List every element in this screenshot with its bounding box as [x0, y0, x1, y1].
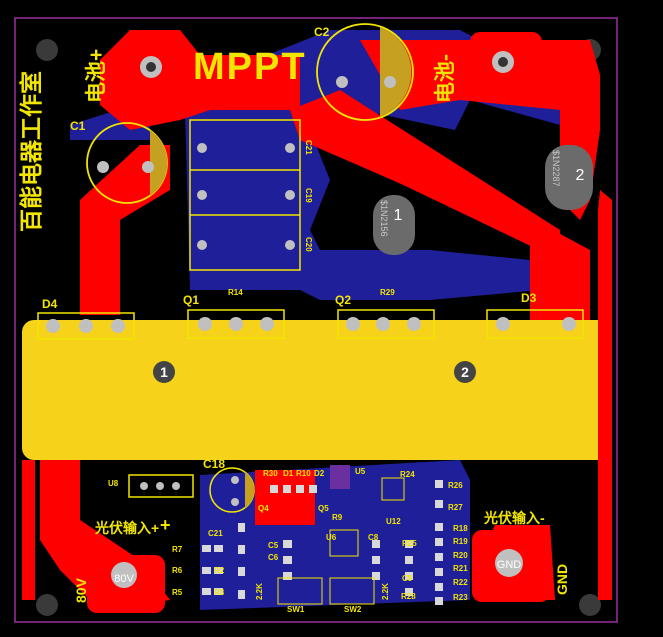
battery-neg-label: 电池-	[434, 54, 457, 103]
ref-c21: C21	[304, 140, 313, 155]
board-outline	[14, 17, 618, 623]
ref-r2: R2	[214, 566, 225, 575]
battery-pos-label: 电池+	[85, 49, 108, 103]
ref-r9: R9	[332, 513, 343, 522]
smd-pads	[202, 477, 443, 605]
refdes-group: C1 C2 D4 Q1 Q2 D3 C18	[42, 25, 537, 471]
battery-neg-drill	[498, 57, 508, 67]
ref-c6: C6	[268, 553, 279, 562]
ref-c5: C5	[268, 541, 279, 550]
ref-sw1: SW1	[287, 605, 305, 614]
ref-c20: C20	[304, 237, 313, 252]
pv-neg-label: 光伏输入-	[483, 510, 545, 526]
ref-q5: Q5	[318, 504, 329, 513]
pv-pos-pad-label: 80V	[114, 573, 134, 585]
ref-u5: U5	[355, 467, 366, 476]
ref-u8: U8	[108, 479, 119, 488]
board-title: MPPT	[193, 46, 307, 88]
ref-u12: U12	[386, 517, 401, 526]
pv-pos-label: 光伏输入+	[94, 520, 159, 536]
refdes-small: C21 C19 C20 R14 R29 U8 R30 D1 R10 D2 U5 …	[108, 140, 468, 614]
ref-q2: Q2	[335, 293, 351, 307]
package-u8	[128, 474, 194, 498]
ref-r14: R14	[228, 288, 243, 297]
net-blob-1	[373, 195, 415, 255]
mount-hole-br	[579, 594, 601, 616]
package-q1	[187, 309, 285, 339]
ref-r29: R29	[380, 288, 395, 297]
film-capacitor-bank	[189, 119, 301, 271]
inductor-pin1-pad	[153, 361, 175, 383]
gnd-label: GND	[554, 564, 570, 595]
ref-r27: R27	[448, 503, 463, 512]
net-label-1: $1N2156	[379, 200, 389, 237]
vin-label: 80V	[73, 577, 89, 603]
ref-d1: D1	[283, 469, 294, 478]
ref-c8: C8	[368, 533, 379, 542]
ref-c21b: C21	[208, 529, 223, 538]
pv-pos-sign: +	[160, 515, 171, 535]
studio-label: 百能电器工作室	[18, 71, 44, 232]
ref-r22: R22	[453, 578, 468, 587]
sw2-body	[329, 577, 375, 605]
pv-neg-pad	[495, 549, 523, 577]
package-d3	[486, 309, 584, 339]
capacitor-c1	[86, 122, 168, 204]
ref-c1: C1	[70, 119, 86, 133]
ref-r7: R7	[172, 545, 183, 554]
battery-pos-drill	[146, 62, 156, 72]
mount-hole-bl	[36, 594, 58, 616]
capacitor-c18	[209, 467, 255, 513]
ref-r25: R25	[402, 539, 417, 548]
inductor-pin1-label: 1	[160, 364, 168, 380]
hole2-label: 2	[576, 167, 585, 184]
ref-r18: R18	[453, 524, 468, 533]
ref-r26: R26	[448, 481, 463, 490]
pv-neg-pad-label: GND	[497, 559, 522, 571]
ref-r28: R28	[401, 592, 416, 601]
pv-pos-pad	[111, 562, 137, 588]
ref-r5: R5	[172, 588, 183, 597]
ref-r24: R24	[400, 470, 415, 479]
ref-c18: C18	[203, 457, 225, 471]
ref-q4: Q4	[258, 504, 269, 513]
net-blob-2	[545, 145, 593, 210]
inductor-pin2-label: 2	[461, 364, 469, 380]
ref-r19: R19	[453, 537, 468, 546]
ref-r10: R10	[296, 469, 311, 478]
package-q2	[337, 309, 435, 339]
ref-q1: Q1	[183, 293, 199, 307]
ref-r6: R6	[172, 566, 183, 575]
value-2k2-a: 2.2K	[255, 583, 264, 600]
ref-sw2: SW2	[344, 605, 362, 614]
hole1-label: 1	[394, 207, 403, 224]
ref-c9: C9	[402, 574, 413, 583]
ref-d2: D2	[314, 469, 325, 478]
u5-chip	[330, 465, 350, 489]
ref-r20: R20	[453, 551, 468, 560]
ref-c19: C19	[304, 188, 313, 203]
capacitor-c2	[316, 23, 414, 121]
ref-r21: R21	[453, 564, 468, 573]
package-d4	[37, 312, 135, 340]
ref-c2: C2	[314, 25, 330, 39]
net-label-2: $1N2287	[551, 150, 561, 187]
ref-u6: U6	[326, 533, 337, 542]
sw1-body	[277, 577, 323, 605]
film-capacitor-pads	[197, 143, 295, 250]
inductor-pin2-pad	[454, 361, 476, 383]
mount-hole-tl	[36, 39, 58, 61]
ref-r3: R3	[214, 588, 225, 597]
value-2k2-b: 2.2K	[381, 583, 390, 600]
ref-r30: R30	[263, 469, 278, 478]
ref-d4: D4	[42, 297, 58, 311]
ref-r23: R23	[453, 593, 468, 602]
ref-d3: D3	[521, 291, 537, 305]
